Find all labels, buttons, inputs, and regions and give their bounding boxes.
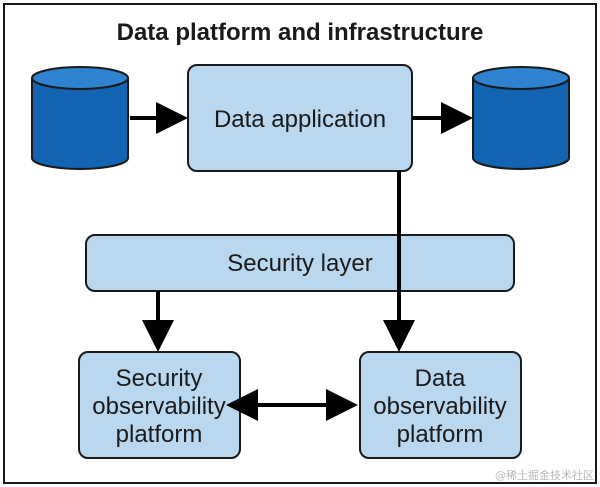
watermark-text: @稀土掘金技术社区: [495, 469, 594, 482]
target-database-icon: [472, 66, 570, 170]
data-observability-line-1: Data: [415, 365, 466, 392]
security-observability-box: Security observability platform: [78, 351, 241, 459]
security-layer-box: Security layer: [85, 234, 515, 292]
data-observability-line-2: observability: [373, 393, 506, 420]
security-observability-line-2: observability: [92, 393, 225, 420]
diagram-title: Data platform and infrastructure: [117, 19, 484, 46]
data-observability-line-3: platform: [397, 421, 484, 448]
security-observability-line-3: platform: [116, 421, 203, 448]
data-application-box: Data application: [187, 64, 413, 172]
data-application-label: Data application: [214, 106, 386, 133]
source-database-icon: [31, 66, 129, 170]
security-observability-line-1: Security: [116, 365, 203, 392]
security-layer-label: Security layer: [227, 250, 372, 277]
data-observability-box: Data observability platform: [359, 351, 522, 459]
